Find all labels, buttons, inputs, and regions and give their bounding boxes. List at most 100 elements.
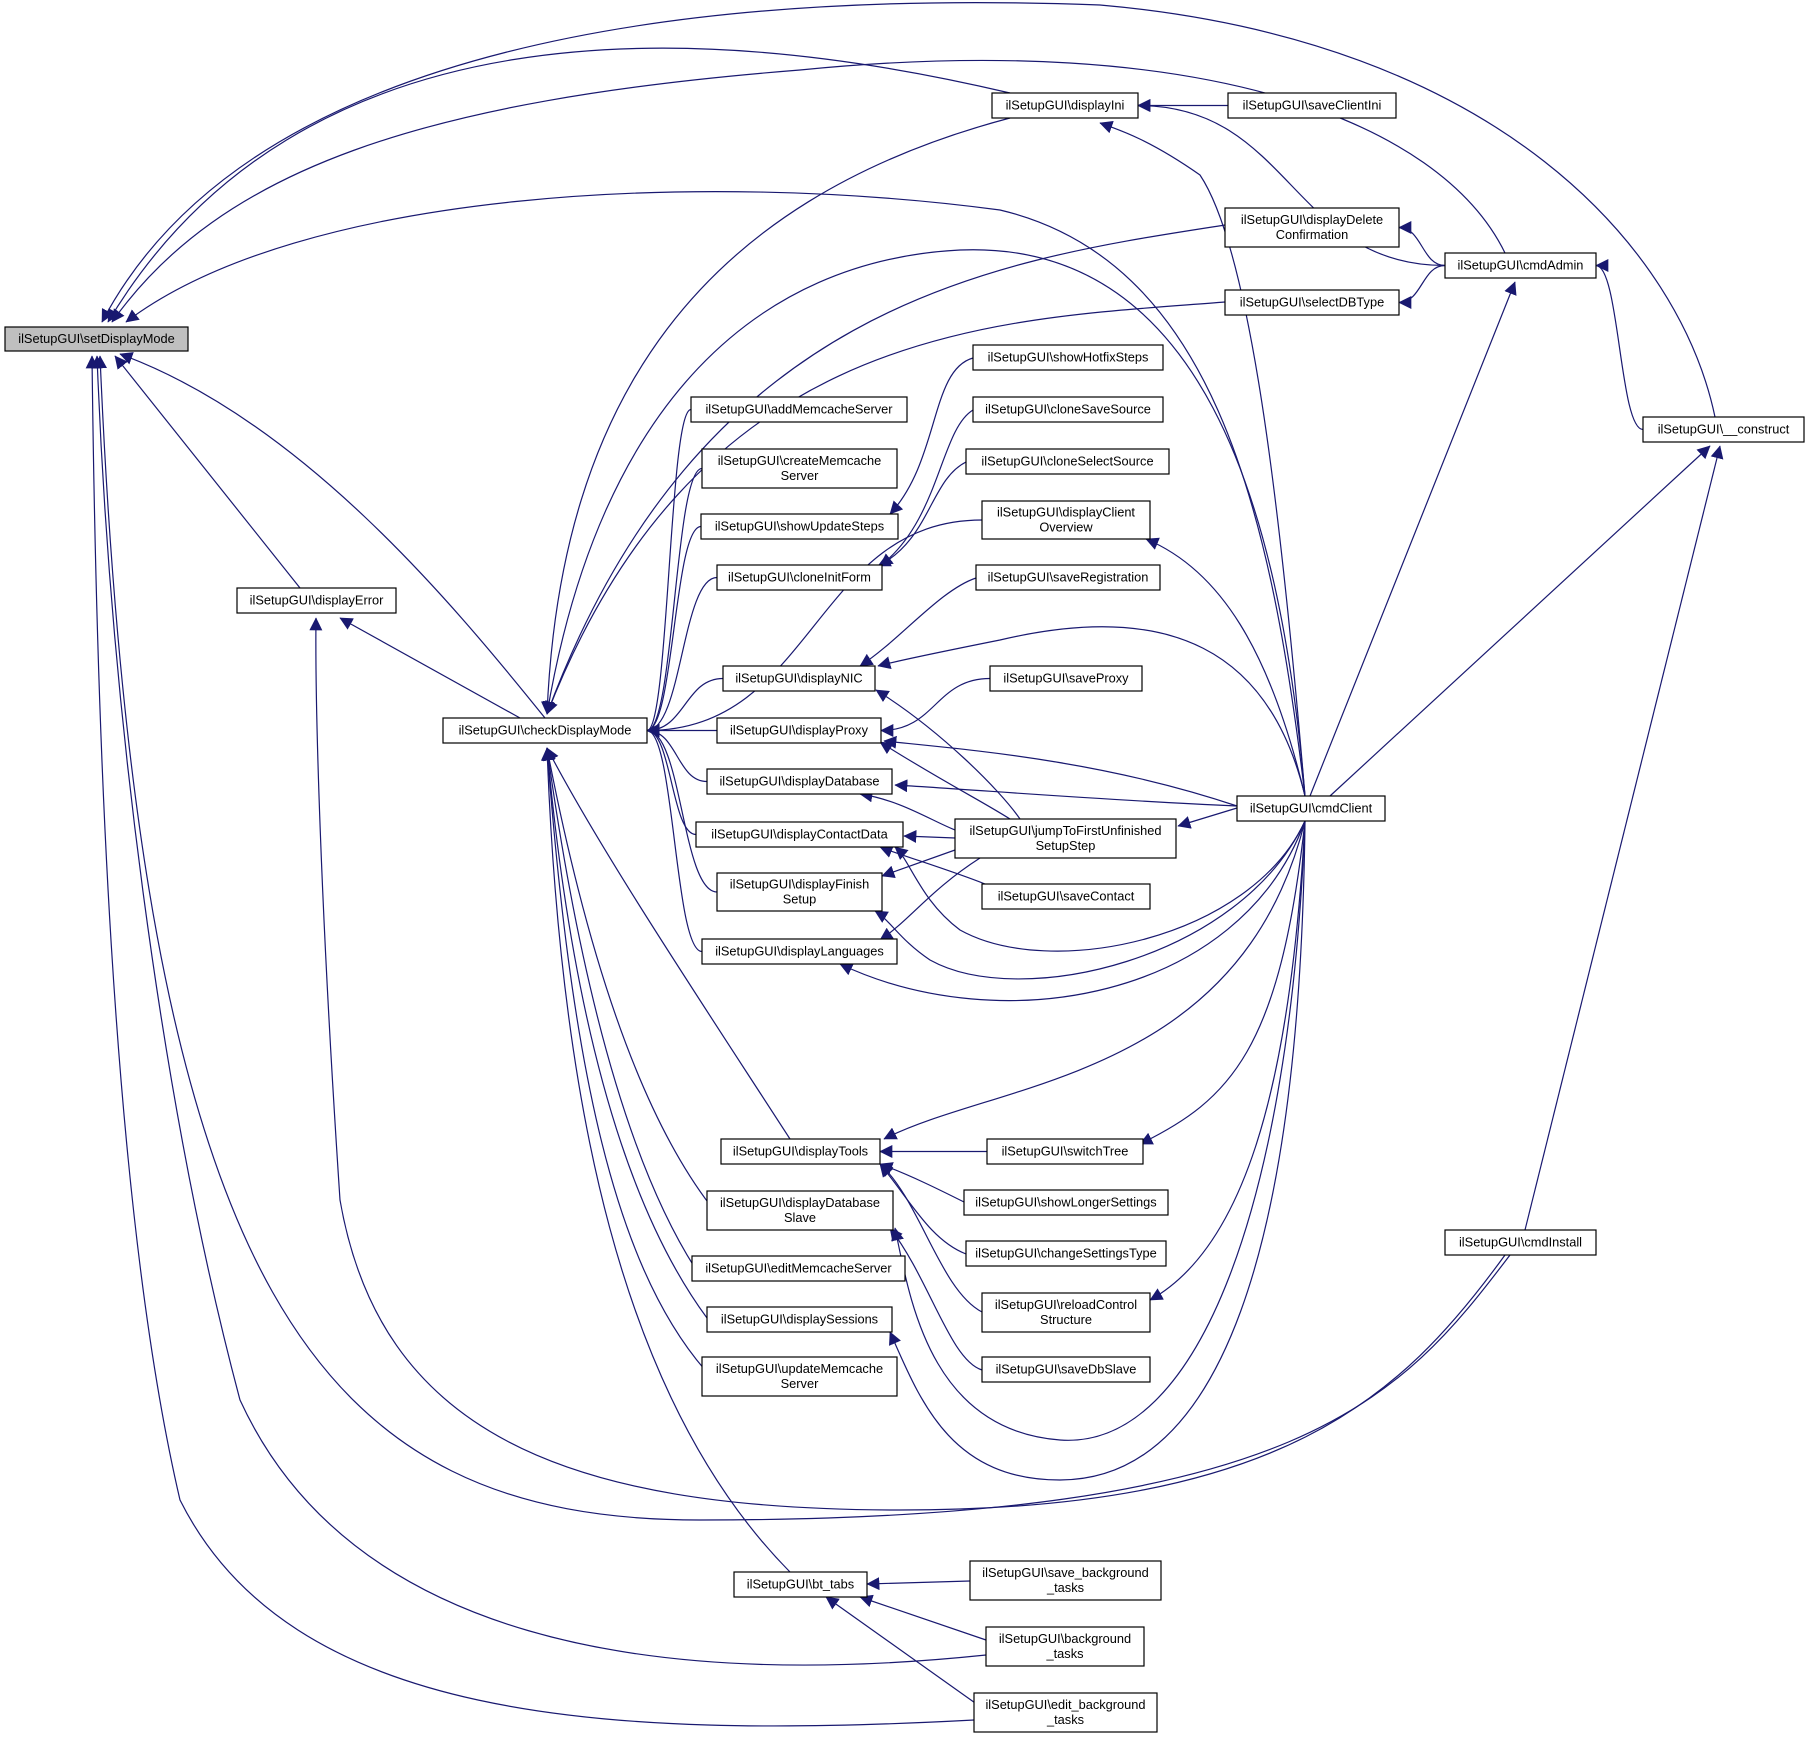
node-cloneSaveSource[interactable]: ilSetupGUI\cloneSaveSource xyxy=(972,396,1164,423)
node-bt_tabs[interactable]: ilSetupGUI\bt_tabs xyxy=(733,1571,868,1598)
edge-saveRegistration-to-displayNIC xyxy=(859,577,977,667)
node-label: Confirmation xyxy=(1276,227,1349,242)
node-box xyxy=(973,1692,1158,1733)
node-label: ilSetupGUI\bt_tabs xyxy=(747,1577,854,1592)
node-saveClientIni[interactable]: ilSetupGUI\saveClientIni xyxy=(1227,92,1397,119)
node-box xyxy=(1236,795,1386,822)
node-showHotfixSteps[interactable]: ilSetupGUI\showHotfixSteps xyxy=(972,344,1164,371)
node-displayNIC[interactable]: ilSetupGUI\displayNIC xyxy=(722,665,876,692)
node-saveRegistration[interactable]: ilSetupGUI\saveRegistration xyxy=(975,564,1161,591)
node-box xyxy=(690,396,908,423)
node-label: ilSetupGUI\switchTree xyxy=(1002,1144,1129,1159)
edge-cmdClient-to-displayDatabase xyxy=(894,779,1238,807)
node-box xyxy=(701,1356,898,1397)
edge-jumpToFirstUnfinishedSetupStep-to-displayProxy xyxy=(879,741,1011,820)
node-changeSettingsType[interactable]: ilSetupGUI\changeSettingsType xyxy=(965,1240,1167,1267)
node-label: ilSetupGUI\displayClient xyxy=(997,505,1135,520)
node-saveContact[interactable]: ilSetupGUI\saveContact xyxy=(981,883,1151,910)
node-selectDBType[interactable]: ilSetupGUI\selectDBType xyxy=(1224,289,1400,316)
edge-displaySessions-to-checkDisplayMode xyxy=(541,747,708,1319)
edges-layer xyxy=(85,2,1724,1727)
node-box xyxy=(989,665,1143,692)
node-cloneInitForm[interactable]: ilSetupGUI\cloneInitForm xyxy=(716,564,883,591)
node-label: ilSetupGUI\cloneSelectSource xyxy=(981,454,1153,469)
node-box xyxy=(716,717,882,744)
edge-jumpToFirstUnfinishedSetupStep-to-displayContactData xyxy=(903,829,956,843)
node-cloneSelectSource[interactable]: ilSetupGUI\cloneSelectSource xyxy=(965,448,1170,475)
node-displayError[interactable]: ilSetupGUI\displayError xyxy=(236,587,397,614)
node-setDisplayMode[interactable]: ilSetupGUI\setDisplayMode xyxy=(4,326,189,352)
edge-cmdClient-to-displayLanguages xyxy=(839,820,1306,1002)
node-label: Server xyxy=(781,468,819,483)
node-box xyxy=(1224,207,1400,248)
node-displayIni[interactable]: ilSetupGUI\displayIni xyxy=(991,92,1139,119)
node-displayProxy[interactable]: ilSetupGUI\displayProxy xyxy=(716,717,882,744)
node-displayDatabase[interactable]: ilSetupGUI\displayDatabase xyxy=(706,768,893,795)
edge-jumpToFirstUnfinishedSetupStep-to-displayDatabase xyxy=(859,789,956,831)
node-cmdInstall[interactable]: ilSetupGUI\cmdInstall xyxy=(1444,1229,1597,1256)
node-switchTree[interactable]: ilSetupGUI\switchTree xyxy=(986,1138,1144,1165)
edge-cmdClient-to-displayClientOverview xyxy=(1145,537,1306,797)
node-addMemcacheServer[interactable]: ilSetupGUI\addMemcacheServer xyxy=(690,396,908,423)
edge-edit_background_tasks-to-bt_tabs xyxy=(825,1596,986,1711)
node-label: ilSetupGUI\displayTools xyxy=(733,1144,868,1159)
node-box xyxy=(963,1189,1169,1216)
node-label: ilSetupGUI\displayLanguages xyxy=(715,944,884,959)
node-displaySessions[interactable]: ilSetupGUI\displaySessions xyxy=(706,1306,893,1333)
node-box xyxy=(981,1356,1151,1383)
edge-cmdInstall-to-construct xyxy=(1524,445,1724,1231)
edge-jumpToFirstUnfinishedSetupStep-to-displayLanguages xyxy=(879,857,981,941)
edge-save_background_tasks-to-bt_tabs xyxy=(866,1577,971,1591)
edge-displayFinishSetup-to-checkDisplayMode xyxy=(646,724,718,893)
node-label: ilSetupGUI\displayContactData xyxy=(711,827,888,842)
node-save_background_tasks[interactable]: ilSetupGUI\save_background_tasks xyxy=(969,1560,1162,1601)
node-edit_background_tasks[interactable]: ilSetupGUI\edit_background_tasks xyxy=(973,1692,1158,1733)
edge-cmdClient-to-jumpToFirstUnfinishedSetupStep xyxy=(1177,807,1238,829)
node-label: ilSetupGUI\__construct xyxy=(1658,422,1790,437)
node-box xyxy=(700,513,899,540)
node-cmdClient[interactable]: ilSetupGUI\cmdClient xyxy=(1236,795,1386,822)
node-box xyxy=(954,818,1177,859)
node-background_tasks[interactable]: ilSetupGUI\background_tasks xyxy=(985,1626,1145,1667)
node-displayTools[interactable]: ilSetupGUI\displayTools xyxy=(720,1138,881,1165)
edge-cmdClient-to-checkDisplayMode xyxy=(542,249,1306,797)
node-jumpToFirstUnfinishedSetupStep[interactable]: ilSetupGUI\jumpToFirstUnfinishedSetupSte… xyxy=(954,818,1177,859)
node-checkDisplayMode[interactable]: ilSetupGUI\checkDisplayMode xyxy=(442,717,648,744)
node-box xyxy=(706,1190,894,1231)
node-label: SetupStep xyxy=(1036,838,1096,853)
edge-saveProxy-to-displayProxy xyxy=(880,677,991,737)
edge-cmdInstall-to-displayError xyxy=(309,617,1506,1511)
node-showLongerSettings[interactable]: ilSetupGUI\showLongerSettings xyxy=(963,1189,1169,1216)
node-displayContactData[interactable]: ilSetupGUI\displayContactData xyxy=(695,821,904,848)
node-label: ilSetupGUI\displayIni xyxy=(1006,98,1125,113)
node-construct[interactable]: ilSetupGUI\__construct xyxy=(1642,416,1805,443)
edge-background_tasks-to-bt_tabs xyxy=(859,1594,987,1641)
node-box xyxy=(991,92,1139,119)
edge-cmdClient-to-cmdAdmin xyxy=(1309,281,1517,797)
node-label: ilSetupGUI\cmdClient xyxy=(1250,801,1373,816)
node-showUpdateSteps[interactable]: ilSetupGUI\showUpdateSteps xyxy=(700,513,899,540)
node-box xyxy=(722,665,876,692)
node-label: ilSetupGUI\saveProxy xyxy=(1003,671,1129,686)
edge-edit_background_tasks-to-setDisplayMode xyxy=(85,355,975,1727)
node-editMemcacheServer[interactable]: ilSetupGUI\editMemcacheServer xyxy=(691,1255,906,1282)
node-label: _tasks xyxy=(1046,1580,1084,1595)
edge-saveDbSlave-to-displayDatabaseSlave xyxy=(889,1227,983,1371)
node-label: _tasks xyxy=(1046,1646,1084,1661)
node-displayLanguages[interactable]: ilSetupGUI\displayLanguages xyxy=(701,938,898,965)
node-label: ilSetupGUI\createMemcache xyxy=(718,453,882,468)
node-cmdAdmin[interactable]: ilSetupGUI\cmdAdmin xyxy=(1444,252,1597,279)
node-box xyxy=(733,1571,868,1598)
edge-editMemcacheServer-to-checkDisplayMode xyxy=(542,747,696,1269)
node-box xyxy=(969,1560,1162,1601)
node-saveProxy[interactable]: ilSetupGUI\saveProxy xyxy=(989,665,1143,692)
node-saveDbSlave[interactable]: ilSetupGUI\saveDbSlave xyxy=(981,1356,1151,1383)
